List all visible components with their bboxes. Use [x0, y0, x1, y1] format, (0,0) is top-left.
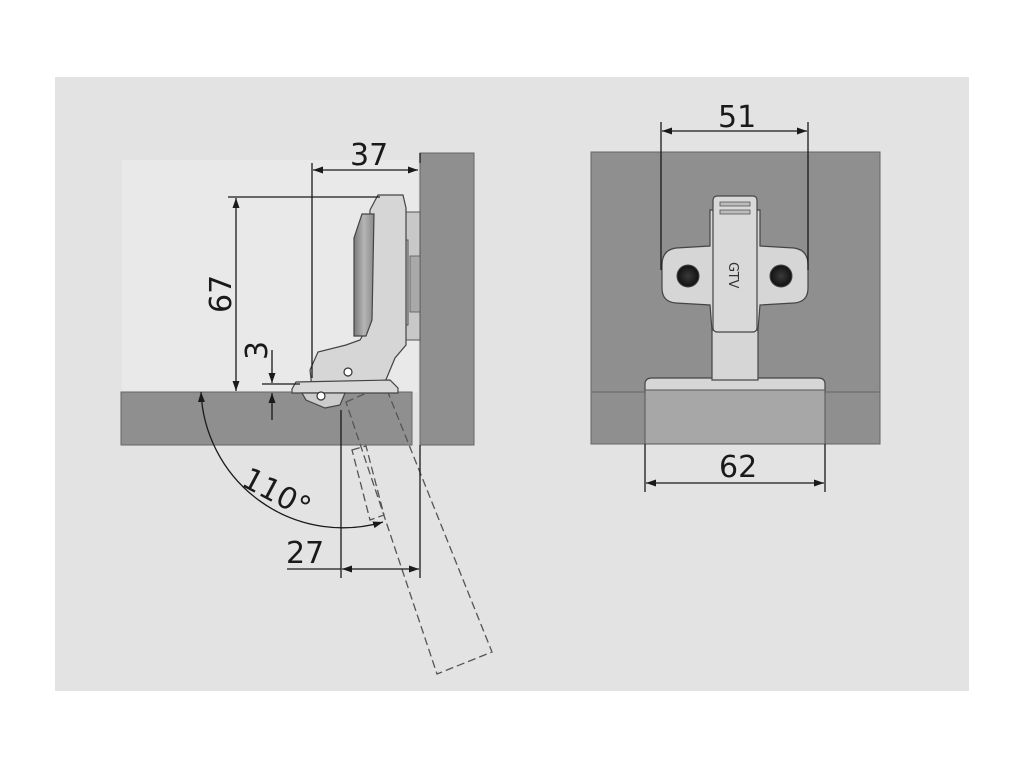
screw-hole-left: [676, 264, 700, 288]
screw-hole-right: [769, 264, 793, 288]
hinge-cup-plate-front: [644, 377, 826, 393]
hinge-cup-front: [644, 389, 826, 445]
dimension-height-label: 67: [204, 275, 239, 313]
dimension-overlay-label: 3: [240, 341, 275, 360]
dimension-clearance-label: 27: [286, 536, 324, 571]
hinge-arm-body-front: [712, 195, 758, 333]
dimension-depth: [311, 153, 421, 378]
dimension-height: [228, 196, 380, 391]
brand-logo: GTV: [725, 262, 740, 289]
hinge-arm-stem-front: [711, 329, 759, 381]
dimension-plate-width: [644, 444, 826, 492]
hinge-arm-side: [309, 194, 407, 389]
adjust-slot-1: [719, 201, 751, 207]
dimension-depth-label: 37: [350, 138, 388, 173]
dimension-screw-spacing: [660, 122, 809, 270]
dimension-screw-spacing-label: 51: [718, 100, 756, 135]
dimension-plate-width-label: 62: [719, 450, 757, 485]
dimension-opening-angle: [197, 391, 384, 529]
adjust-slot-2: [719, 209, 751, 215]
dimension-clearance: [287, 410, 421, 578]
side-view: 37 67 3 110° 27: [120, 138, 493, 675]
cabinet-side-panel: [419, 152, 475, 446]
front-view: GTV 51 62: [590, 100, 881, 492]
door-panel: [120, 391, 413, 446]
